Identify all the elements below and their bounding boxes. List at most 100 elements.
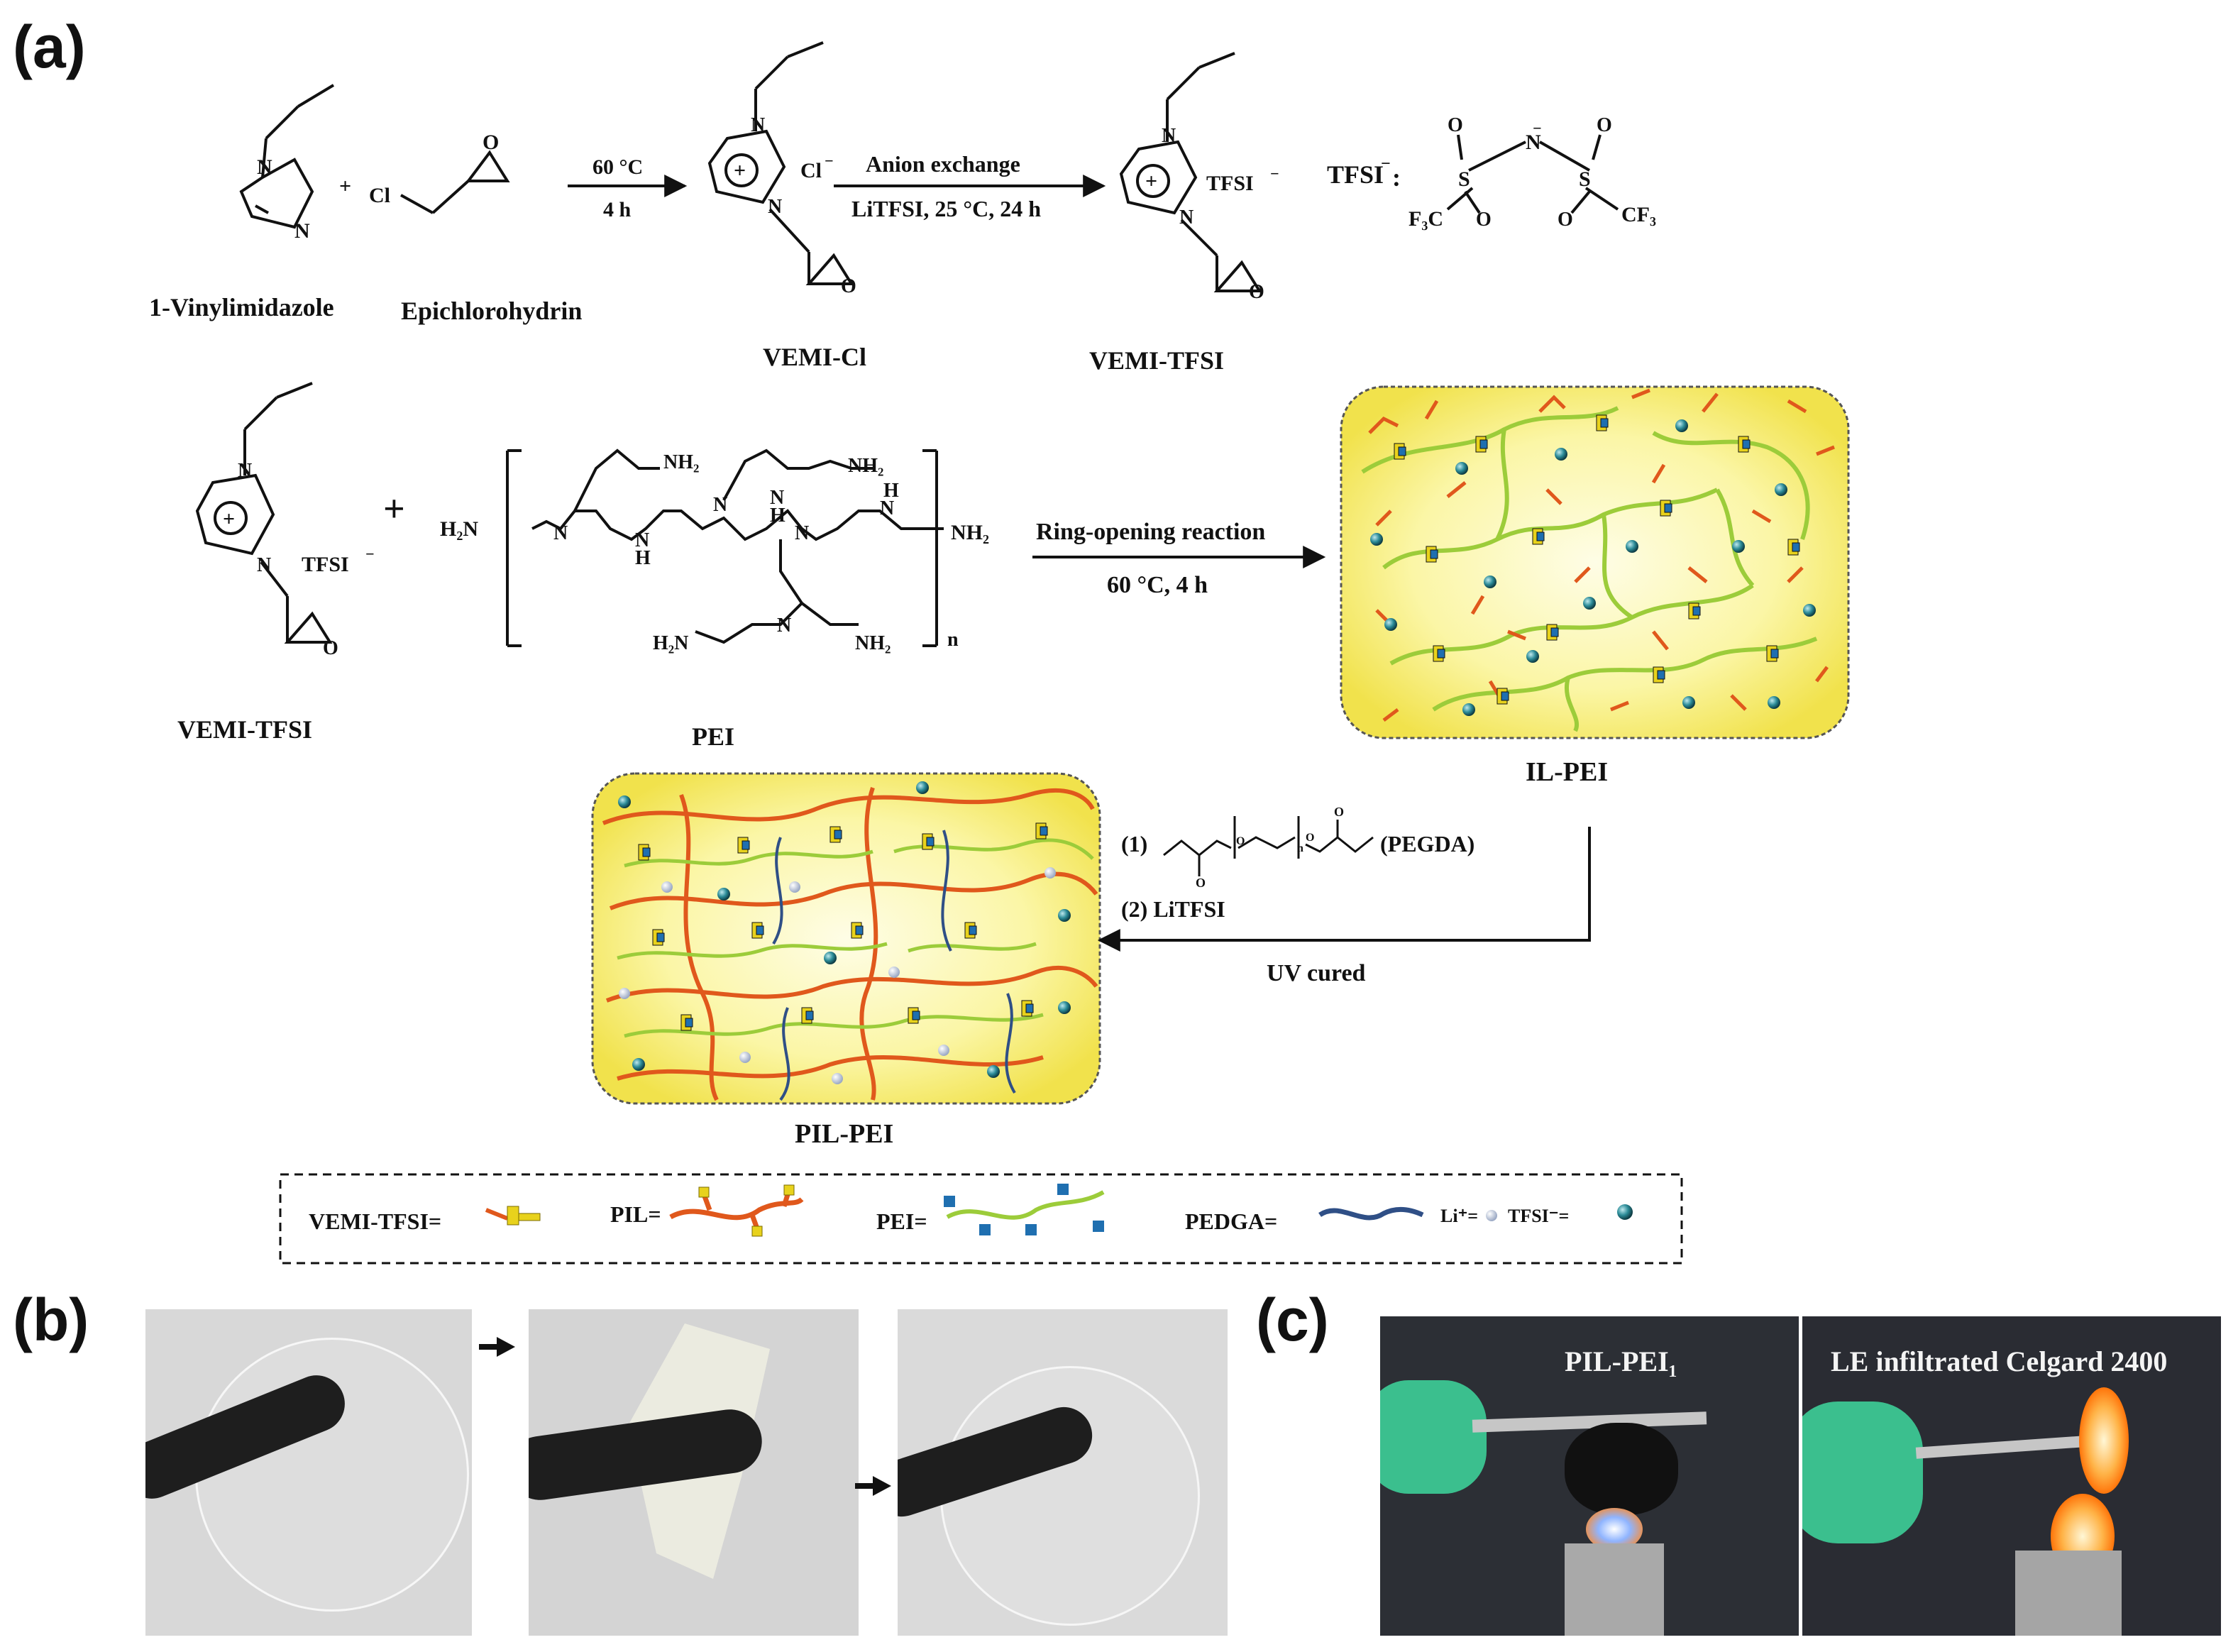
epichlorohydrin-structure <box>400 150 510 214</box>
label-pei: PEI <box>692 722 734 751</box>
svg-text:H: H <box>883 480 899 502</box>
svg-text:O: O <box>1597 114 1612 136</box>
svg-text:N: N <box>257 554 271 576</box>
svg-text:H: H <box>770 505 785 527</box>
label-il-pei: IL-PEI <box>1526 757 1608 787</box>
photo-c-2: LE infiltrated Celgard 2400 <box>1802 1316 2221 1636</box>
photo-b-3 <box>898 1309 1228 1636</box>
svg-text:O: O <box>1236 835 1245 847</box>
photo-b-2 <box>529 1309 859 1636</box>
svg-text:N: N <box>294 219 310 243</box>
svg-text:N: N <box>1162 125 1176 147</box>
pei-n: n <box>947 629 959 651</box>
photo-c-2-caption: LE infiltrated Celgard 2400 <box>1831 1345 2168 1377</box>
plus-sign-1: + <box>339 175 351 198</box>
photo-c-1: PIL-PEI₁ <box>1380 1316 1799 1636</box>
tfsi-label: TFSI <box>1327 160 1384 189</box>
vinylimidazole-structure <box>239 84 335 229</box>
svg-text:NH₂: NH₂ <box>951 521 989 544</box>
svg-text:N: N <box>1179 206 1194 228</box>
panel-label-a: (a) <box>13 13 86 80</box>
legend-li: Li⁺= <box>1440 1206 1478 1226</box>
svg-text::: : <box>1392 163 1401 192</box>
svg-text:N: N <box>777 615 791 637</box>
arrow-b-1-head <box>497 1337 515 1357</box>
svg-text:O: O <box>1334 805 1344 819</box>
legend-li-glyph <box>1486 1210 1497 1221</box>
svg-text:CF₃: CF₃ <box>1621 203 1656 226</box>
svg-text:+: + <box>734 159 746 182</box>
svg-text:H₂N: H₂N <box>653 632 688 654</box>
svg-text:−: − <box>1381 155 1391 173</box>
label-vemi-tfsi-1: VEMI-TFSI <box>1089 346 1224 375</box>
svg-text:N: N <box>553 522 568 544</box>
svg-text:N: N <box>713 494 727 516</box>
svg-text:O: O <box>1476 209 1492 231</box>
svg-text:Cl: Cl <box>369 184 390 207</box>
arrow-b-1 <box>479 1344 507 1350</box>
svg-text:O: O <box>1249 281 1264 303</box>
legend-pei-glyph <box>944 1184 1105 1235</box>
pegda-label: (PEGDA) <box>1380 831 1474 857</box>
legend-vemi: VEMI-TFSI= <box>309 1208 441 1234</box>
legend-pegda: PEDGA= <box>1185 1208 1277 1234</box>
svg-text:−: − <box>825 152 834 170</box>
legend-vemi-glyph <box>485 1206 541 1226</box>
svg-text:S: S <box>1458 167 1470 191</box>
cond2-top: Anion exchange <box>866 151 1020 177</box>
label-vemi-tfsi-2: VEMI-TFSI <box>177 715 312 744</box>
legend-pei: PEI= <box>876 1208 927 1234</box>
svg-text:O: O <box>483 131 499 154</box>
label-pil-pei: PIL-PEI <box>795 1119 893 1149</box>
photo-b-1 <box>145 1309 472 1636</box>
svg-text:F₃C: F₃C <box>1409 207 1443 231</box>
svg-text:O: O <box>1196 876 1206 890</box>
svg-text:+: + <box>1145 170 1157 193</box>
svg-text:NH₂: NH₂ <box>855 632 891 654</box>
cl-anion: Cl <box>800 159 822 182</box>
svg-text:NH₂: NH₂ <box>663 451 699 473</box>
arrow-b-2-head <box>873 1476 891 1496</box>
label-vemi-cl: VEMI-Cl <box>763 343 866 371</box>
step1-label: (1) <box>1121 831 1147 857</box>
legend-tfsi-glyph <box>1617 1204 1633 1220</box>
cond3-bottom: 60 °C, 4 h <box>1107 572 1208 598</box>
legend-tfsi: TFSI⁻= <box>1508 1206 1569 1226</box>
legend-pil-glyph <box>669 1191 804 1232</box>
svg-text:S: S <box>1579 167 1591 191</box>
svg-text:O: O <box>1448 114 1463 136</box>
svg-text:N: N <box>795 522 809 544</box>
reaction-scheme: N N + Cl O 1-Vinylimidazole Epichlorohyd… <box>149 41 1850 1265</box>
svg-text:H: H <box>635 547 651 569</box>
cond1-top: 60 °C <box>592 155 643 179</box>
vemi-tfsi-structure-2 <box>195 382 333 644</box>
svg-text:+: + <box>383 488 405 530</box>
pil-pei-network <box>591 772 1101 1105</box>
photo-c-1-caption: PIL-PEI₁ <box>1565 1345 1677 1377</box>
svg-text:N: N <box>751 114 765 136</box>
svg-text:+: + <box>223 507 235 531</box>
step2-label: (2) LiTFSI <box>1121 896 1225 922</box>
svg-text:O: O <box>1306 832 1314 844</box>
svg-text:N: N <box>770 487 784 509</box>
svg-text:N: N <box>238 460 252 482</box>
cond2-bottom: LiTFSI, 25 °C, 24 h <box>851 196 1041 221</box>
vemi-cl-structure <box>707 41 854 285</box>
label-vinylimidazole: 1-Vinylimidazole <box>149 293 334 321</box>
legend: VEMI-TFSI= PIL= PEI= PEDGA= Li⁺= TFSI⁻= <box>279 1173 1683 1265</box>
panel-label-c: (c) <box>1256 1287 1329 1353</box>
label-epichlorohydrin: Epichlorohydrin <box>401 297 582 325</box>
svg-text:−: − <box>365 545 375 563</box>
pei-structure <box>506 448 944 647</box>
panel-label-b: (b) <box>13 1287 89 1353</box>
svg-text:NH₂: NH₂ <box>848 455 883 477</box>
tfsi-anion-2: TFSI <box>302 553 349 576</box>
vemi-tfsi-structure <box>1119 52 1262 292</box>
legend-pegda-glyph <box>1318 1206 1424 1221</box>
svg-text:N: N <box>635 529 649 551</box>
svg-text:O: O <box>841 275 856 297</box>
tfsi-anion-1: TFSI <box>1206 172 1254 195</box>
svg-text:−: − <box>1533 119 1542 137</box>
svg-text:O: O <box>1558 209 1573 231</box>
il-pei-network <box>1340 385 1850 739</box>
